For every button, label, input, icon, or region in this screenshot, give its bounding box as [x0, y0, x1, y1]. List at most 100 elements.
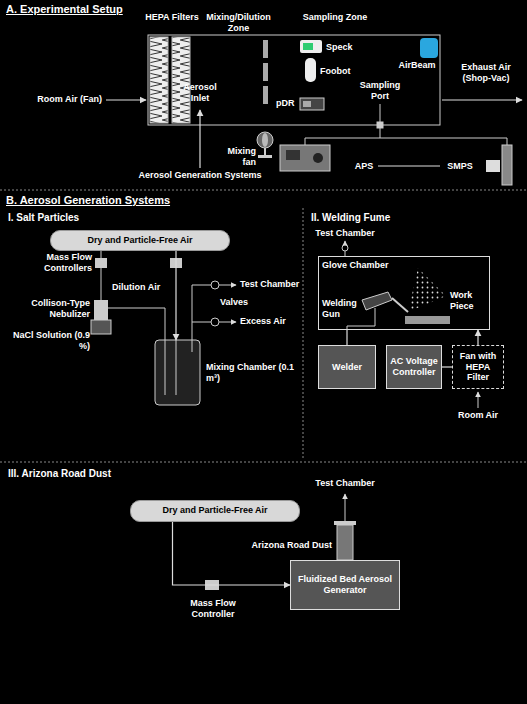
pdr-icon	[303, 101, 311, 107]
welding-illustration	[362, 292, 392, 310]
node-text-group: pDR	[276, 98, 298, 109]
connector-line	[175, 251, 176, 340]
node-text: Fluidized Bed Aerosol Generator	[294, 574, 396, 596]
test-chamber-outline	[148, 35, 440, 125]
node-text-group: Welder	[332, 362, 362, 373]
baffle-plate	[263, 40, 268, 104]
node-text: HEPA Filters	[140, 12, 204, 23]
hepa-filter	[172, 37, 190, 123]
sensor-label: pDR	[276, 98, 298, 110]
generator-box: Fluidized Bed Aerosol Generator	[290, 560, 400, 610]
sampling-line	[305, 138, 306, 145]
panel: II. Welding FumeGlove ChamberWelder AC Vo…	[303, 208, 527, 462]
fluidized-bed-chimney	[337, 525, 353, 560]
outlet-pipe	[345, 494, 346, 523]
section-heading: B. Aerosol Generation Systems	[6, 194, 266, 207]
node-text-group: Fan with HEPA Filter	[456, 351, 500, 383]
node-text-group: AC Voltage Controller	[390, 356, 438, 378]
mass-flow-controller-icon	[95, 258, 219, 590]
aps-instrument	[286, 150, 300, 160]
section-divider	[0, 190, 527, 462]
annotation-label: Test Chamber	[312, 228, 378, 239]
node-text: Welder	[332, 362, 362, 373]
node-text: Glove Chamber	[322, 260, 486, 271]
node-text: Mixing Chamber (0.1 m³)	[206, 362, 297, 384]
node-text-group: Dry and Particle-Free Air	[135, 505, 295, 516]
mixing-chamber: Mixing Chamber (0.1 m³)	[150, 340, 300, 406]
smps-instrument	[486, 145, 512, 185]
valve-symbol	[211, 281, 219, 289]
nebulizer-icon	[94, 300, 108, 320]
mixing-fan-icon	[264, 148, 266, 156]
section-divider	[0, 190, 527, 191]
node-text-group: Mixing Chamber (0.1 m³)	[206, 362, 297, 384]
node-text-group: Sampling Zone	[300, 12, 370, 23]
instrument-label: APS	[350, 158, 378, 174]
outlet-pipe	[192, 285, 236, 352]
speck-icon	[303, 43, 313, 50]
baffle-plate	[263, 40, 268, 58]
node-text-group: Speck	[326, 42, 360, 53]
airbeam-icon	[420, 38, 438, 58]
section-divider	[303, 208, 304, 460]
fluidized-bed-chimney	[334, 521, 356, 525]
connector-line	[442, 366, 452, 367]
annotation-label: Mass Flow Controllers	[6, 252, 92, 274]
welding-illustration	[405, 316, 450, 324]
node-text-group: AirBeam	[394, 60, 440, 71]
air-supply-box: Dry and Particle-Free Air	[50, 230, 230, 251]
mixing-fan-icon	[258, 155, 272, 158]
sensor-label: Foobot	[320, 66, 356, 78]
sensor-label: Speck	[326, 42, 360, 54]
fan-box: Fan with HEPA Filter	[452, 345, 504, 389]
air-flow-arrow	[199, 110, 200, 168]
welding-illustration	[392, 298, 408, 312]
annotation-label: Excess Air	[240, 316, 300, 327]
nebulizer-icon	[91, 300, 111, 334]
node-text-group: APS	[350, 161, 378, 172]
controller-box: AC Voltage Controller	[386, 345, 442, 389]
baffle-plate	[263, 63, 268, 81]
outlet-pipe	[192, 241, 478, 523]
annotation-label: Mixing fan	[212, 146, 256, 168]
aps-instrument	[280, 145, 330, 171]
baffle-plate	[263, 86, 268, 104]
hepa-filter	[150, 37, 168, 123]
annotation-label: Test Chamber	[240, 279, 302, 290]
welder-box: Welder	[318, 345, 376, 389]
section-divider	[0, 462, 527, 463]
annotation-label: Test Chamber	[310, 478, 380, 489]
annotation-label: Exhaust Air (Shop-Vac)	[448, 62, 524, 84]
salt-generator-plumbing	[101, 268, 102, 300]
annotation-label: Mass Flow Controller	[168, 598, 258, 620]
zone-band: Mixing/Dilution Zone	[205, 12, 272, 34]
annotation-label: Room Air (Fan)	[30, 94, 102, 105]
aps-instrument	[280, 145, 330, 171]
node-text-group: Dry and Particle-Free Air	[55, 235, 225, 246]
annotation-label: Arizona Road Dust	[236, 540, 332, 551]
sampling-line	[305, 104, 507, 145]
mixing-chamber-cylinder	[155, 340, 200, 405]
annotation-label: Aerosol Generation Systems	[130, 170, 270, 181]
outlet-pipe	[478, 392, 479, 408]
foobot-icon	[305, 58, 316, 82]
annotation-label: Dilution Air	[112, 282, 164, 293]
aps-instrument	[313, 153, 323, 163]
node-text-group: Foobot	[320, 66, 356, 77]
airbeam-icon	[420, 38, 438, 58]
node-text-group: II. Welding Fume	[311, 212, 519, 224]
annotation-label: Sampling Port	[355, 80, 405, 102]
sampling-line	[380, 104, 381, 138]
air-supply-box: Dry and Particle-Free Air	[130, 500, 300, 522]
speck-icon	[300, 40, 322, 53]
node-text: II. Welding Fume	[311, 212, 519, 224]
mixing-fan-icon	[257, 132, 273, 158]
sampling-line	[377, 122, 383, 128]
nebulizer-icon	[91, 320, 111, 334]
annotation-label: Collison-Type Nebulizer	[4, 298, 90, 320]
outlet-pipe	[347, 308, 375, 330]
node-text-group: I. Salt Particles	[8, 212, 295, 224]
